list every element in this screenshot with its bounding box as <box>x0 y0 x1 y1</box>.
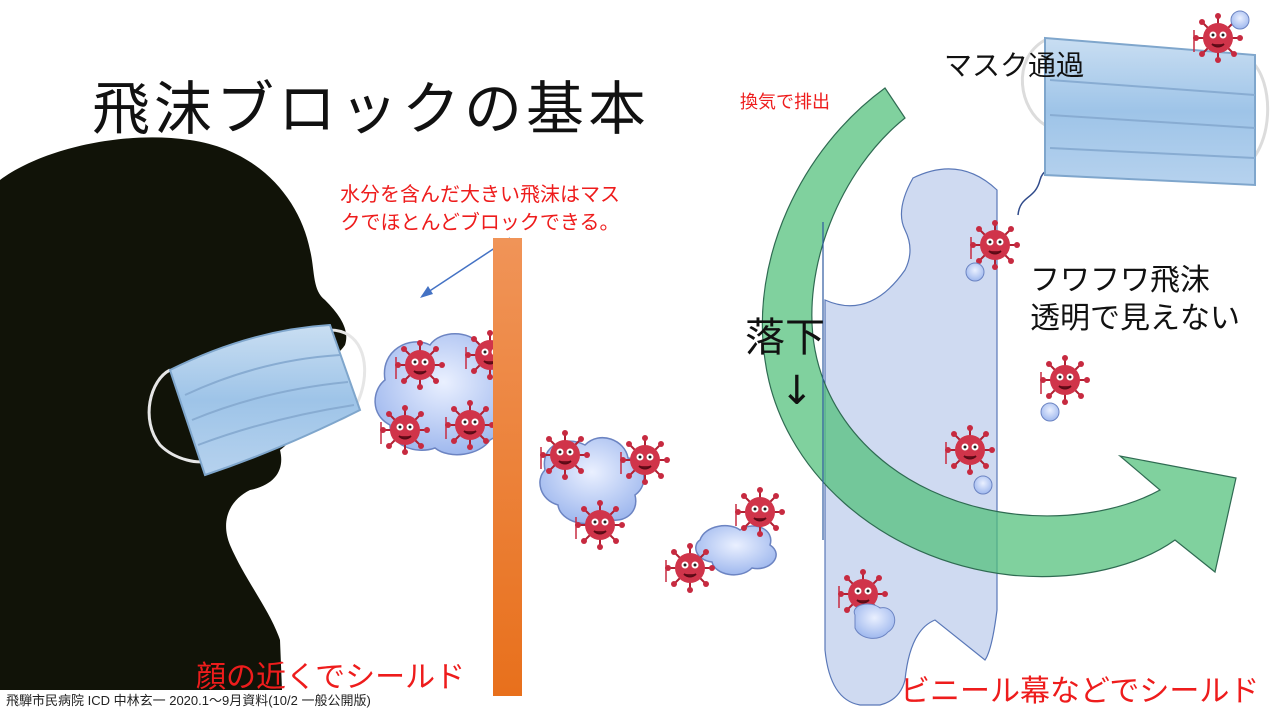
ventilation-arrow <box>761 87 1237 578</box>
fall-label: 落下 <box>745 315 825 361</box>
face-mask-icon <box>147 323 367 477</box>
fluffy-droplets-label-line1: フワフワ飛沫 <box>1030 263 1210 298</box>
fluffy-droplets <box>837 219 1091 639</box>
large-droplets-note-line2: クでほとんどブロックできる。 <box>340 210 620 234</box>
footer-credit: 飛騨市民病院 ICD 中林玄一 2020.1〜9月資料(10/2 一般公開版) <box>6 693 371 708</box>
fluffy-droplets-label-line2: 透明で見えない <box>1030 301 1240 336</box>
page-title: 飛沫ブロックの基本 <box>92 75 651 143</box>
mask-top-right-icon <box>1020 10 1270 187</box>
face-shield-label: 顔の近くでシールド <box>196 660 466 695</box>
head-silhouette-icon <box>0 137 347 691</box>
fall-arrow-icon: ↓ <box>780 368 814 414</box>
vinyl-shield-label: ビニール幕などでシールド <box>900 674 1260 709</box>
large-droplets-note: 水分を含んだ大きい飛沫はマス クでほとんどブロックできる。 <box>305 180 655 236</box>
large-droplets-note-line1: 水分を含んだ大きい飛沫はマス <box>340 182 620 206</box>
face-shield <box>493 238 522 696</box>
fluffy-droplets-label: フワフワ飛沫 透明で見えない <box>1030 262 1240 338</box>
vinyl-curtain <box>824 168 998 706</box>
droplet-cloud-lower <box>664 486 786 594</box>
droplet-cloud-middle <box>539 429 671 551</box>
mask-pass-label: マスク通過 <box>944 49 1085 82</box>
ventilation-label: 換気で排出 <box>740 92 830 113</box>
